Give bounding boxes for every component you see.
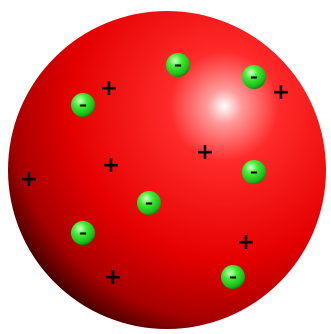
electron: – bbox=[242, 160, 266, 184]
electron: – bbox=[137, 191, 161, 215]
proton-symbol: + bbox=[196, 140, 214, 165]
electron: – bbox=[71, 221, 95, 245]
electron-symbol: – bbox=[79, 95, 87, 114]
electron-symbol: – bbox=[145, 193, 153, 212]
electron-symbol: – bbox=[229, 267, 237, 286]
proton-symbol: + bbox=[102, 153, 120, 178]
electron: – bbox=[221, 265, 245, 289]
proton-symbol: + bbox=[237, 230, 255, 255]
proton-symbol: + bbox=[20, 167, 38, 192]
electron-symbol: – bbox=[79, 223, 87, 242]
electron: – bbox=[71, 93, 95, 117]
electron: – bbox=[166, 53, 190, 77]
proton-symbol: + bbox=[104, 265, 122, 290]
electron-symbol: – bbox=[174, 55, 182, 74]
electron: – bbox=[242, 65, 266, 89]
proton-symbol: + bbox=[100, 76, 118, 101]
proton-symbol: + bbox=[272, 80, 290, 105]
electron-symbol: – bbox=[250, 67, 258, 86]
electron-symbol: – bbox=[250, 162, 258, 181]
sphere bbox=[8, 11, 326, 329]
